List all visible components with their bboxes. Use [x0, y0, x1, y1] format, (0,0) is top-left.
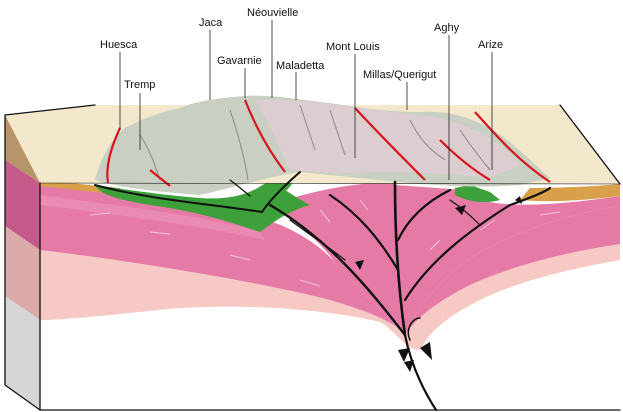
label-neouvielle: Néouvielle [247, 7, 298, 19]
label-millas-querigut: Millas/Querigut [363, 69, 436, 81]
label-jaca: Jaca [199, 17, 223, 29]
label-gavarnie: Gavarnie [217, 55, 262, 67]
label-huesca: Huesca [100, 39, 138, 51]
label-maladetta: Maladetta [276, 60, 325, 72]
cross-section-front [40, 172, 620, 410]
label-mont-louis: Mont Louis [326, 41, 380, 53]
label-arize: Arize [478, 39, 503, 51]
label-tremp: Tremp [124, 79, 155, 91]
label-aghy: Aghy [434, 22, 460, 34]
block-top-surface [5, 96, 620, 195]
